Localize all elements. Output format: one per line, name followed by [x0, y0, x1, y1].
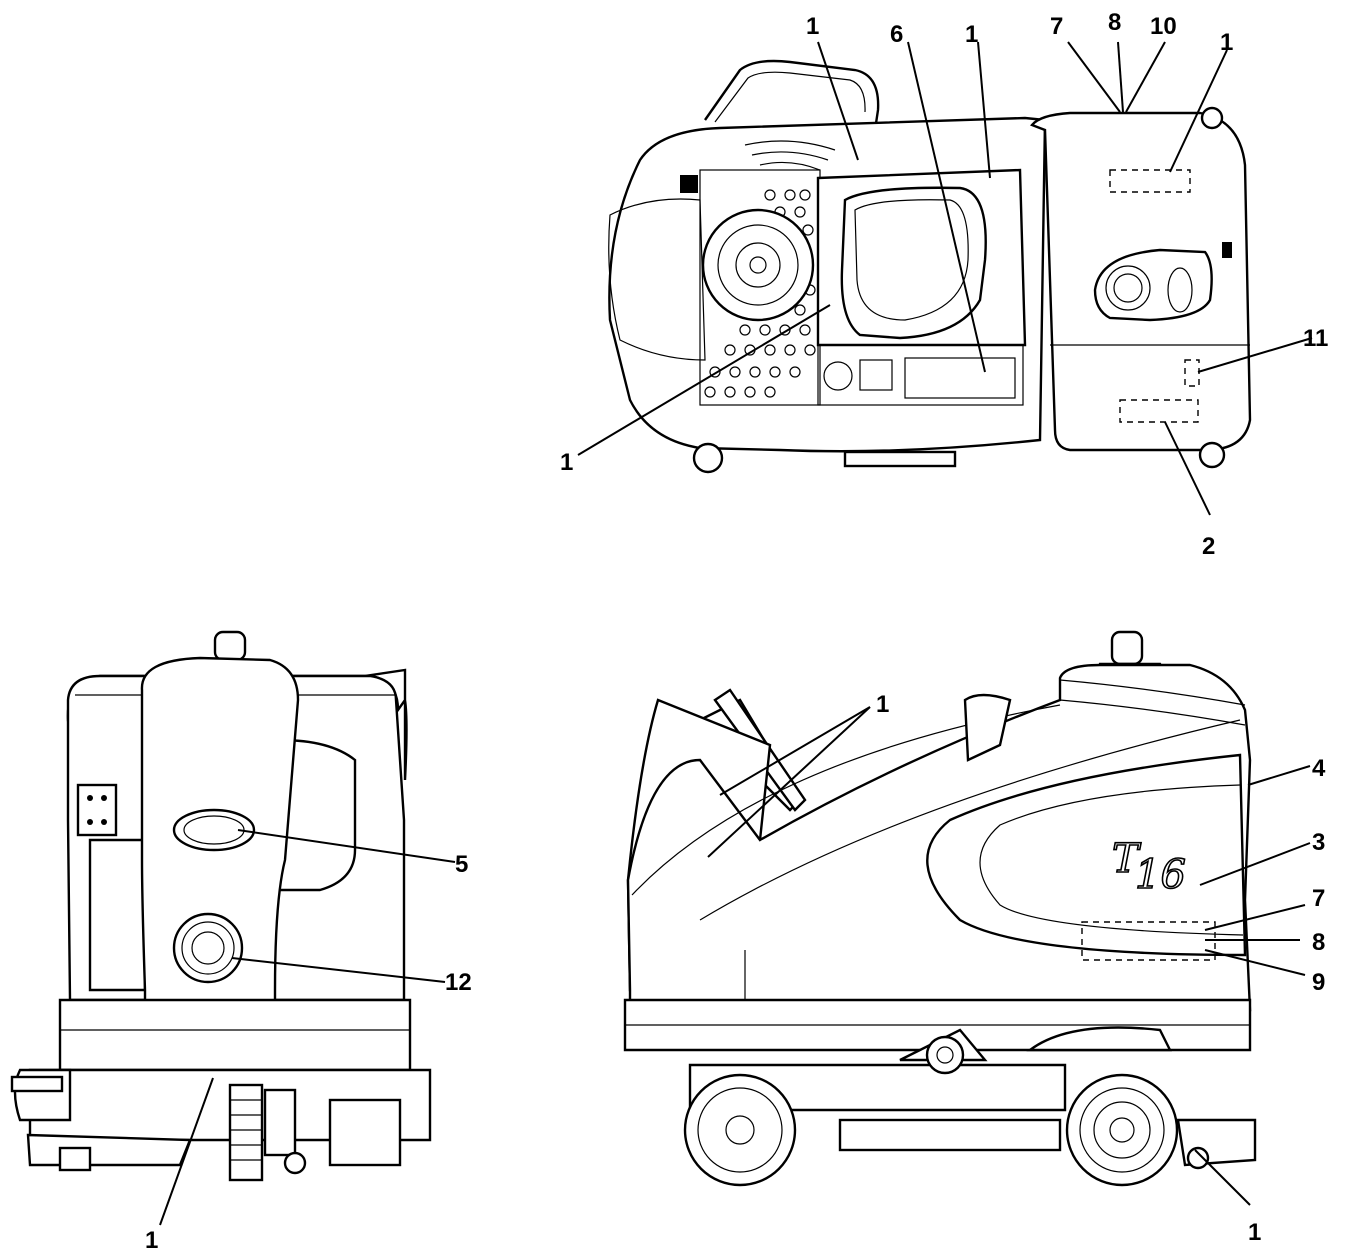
rear-view: 5 12 1 [10, 630, 472, 1254]
callout-label: 1 [876, 691, 889, 718]
callout-label: 8 [1312, 929, 1325, 956]
label-area-side-panel [1081, 921, 1216, 961]
callout-label: 1 [145, 1227, 158, 1254]
callout-label: 12 [445, 969, 472, 996]
callout-label: 4 [1312, 755, 1326, 782]
callout-label: 7 [1312, 885, 1325, 912]
callout-label: 1 [1248, 1219, 1261, 1246]
callout-label: 1 [560, 449, 573, 476]
callout-label: 8 [1108, 9, 1121, 36]
top-view: 1 6 1 7 8 10 1 11 1 2 [560, 9, 1328, 560]
callout-label: 10 [1150, 13, 1177, 40]
side-view: T 16 1 [623, 630, 1326, 1246]
label-area-top [1109, 169, 1191, 193]
model-badge-number: 16 [1135, 852, 1186, 898]
callout-label: 7 [1050, 13, 1063, 40]
callout-label: 9 [1312, 969, 1325, 996]
callout-label: 1 [806, 13, 819, 40]
label-area-side [1184, 359, 1200, 387]
callout-label: 1 [1220, 29, 1233, 56]
callout-label: 11 [1303, 325, 1328, 352]
callout-label: 5 [455, 851, 468, 878]
callout-label: 3 [1312, 829, 1325, 856]
callout-label: 1 [965, 21, 978, 48]
label-area-bottom [1119, 399, 1199, 423]
model-badge-prefix: T [1112, 836, 1142, 882]
callout-label: 6 [890, 21, 903, 48]
callout-label: 2 [1202, 533, 1215, 560]
